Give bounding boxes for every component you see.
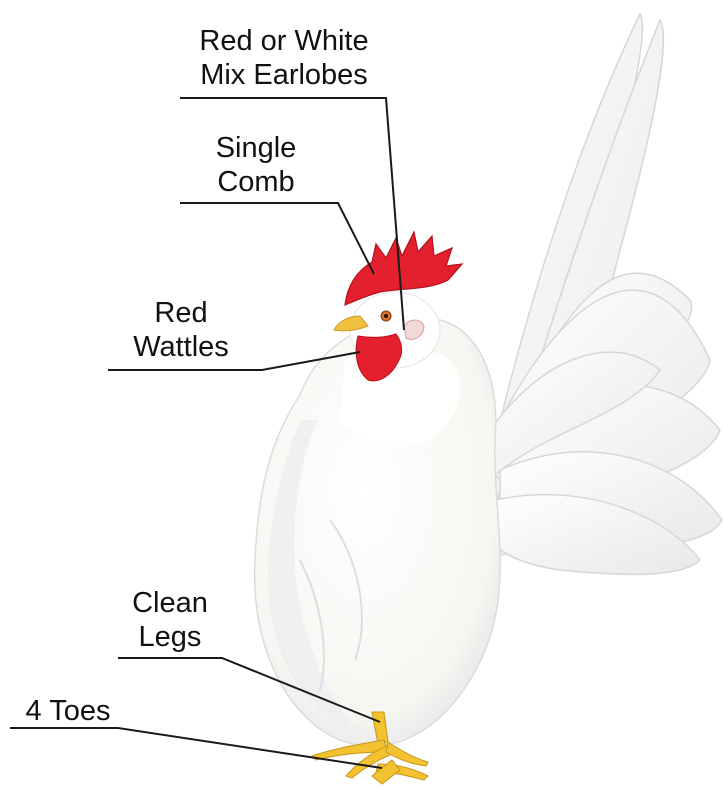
comb-leader-line (180, 203, 374, 274)
earlobes-label: Red or White Mix Earlobes (180, 24, 388, 92)
legs-label-line2: Legs (120, 620, 220, 654)
tail-feathers (470, 14, 722, 574)
comb-label-line2: Comb (196, 165, 316, 199)
toes-leader-line (10, 728, 382, 768)
wattles-label-line1: Red (116, 296, 246, 330)
comb-label-line1: Single (196, 131, 316, 165)
wattles-label: Red Wattles (116, 296, 246, 364)
toes-label: 4 Toes (16, 694, 120, 728)
wattles-label-line2: Wattles (116, 330, 246, 364)
rooster-body (255, 318, 501, 746)
comb-label: Single Comb (196, 131, 316, 199)
toes-label-line1: 4 Toes (16, 694, 120, 728)
legs-label: Clean Legs (120, 586, 220, 654)
legs-label-line1: Clean (120, 586, 220, 620)
earlobes-label-line2: Mix Earlobes (180, 58, 388, 92)
earlobes-label-line1: Red or White (180, 24, 388, 58)
